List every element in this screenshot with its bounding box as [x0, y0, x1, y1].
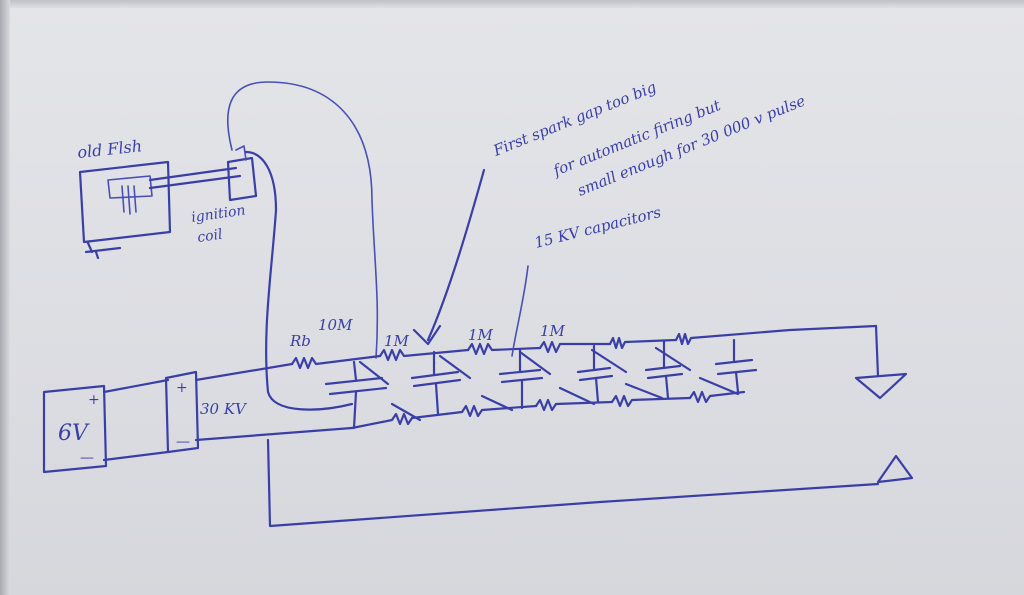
resistor-rb-10m	[290, 354, 382, 370]
output-lead	[874, 324, 880, 378]
capacitor-1	[324, 360, 388, 430]
resistor-1m-2	[466, 342, 542, 356]
supply-plus: +	[176, 380, 188, 396]
resistor-top-4	[608, 336, 678, 350]
resistor-1m-3	[538, 340, 612, 354]
resistor-bottom-1	[350, 410, 464, 430]
capacitor-2	[410, 350, 462, 416]
paper-top-edge	[0, 0, 1024, 8]
old-flash-label: old Flsh	[76, 136, 142, 162]
capacitor-3	[498, 348, 544, 410]
spark-gap-5	[654, 346, 740, 396]
capacitor-note-line	[511, 265, 529, 357]
paper-left-edge	[0, 0, 10, 595]
hv-lead-inner	[244, 150, 354, 411]
spark-gap-4	[590, 348, 664, 400]
note-arrow	[412, 168, 486, 346]
supply-label: 30 KV	[200, 400, 248, 418]
battery-plus: +	[88, 392, 100, 408]
capacitor-note: 15 KV capacitors	[533, 203, 663, 252]
supply-minus: —	[176, 434, 190, 450]
output-electrode-top	[854, 372, 908, 400]
rb-label: Rb	[289, 332, 311, 350]
10m-label: 10M	[318, 316, 353, 334]
resistor-top-5	[674, 324, 878, 346]
spark-gap-note: First spark gap too big for automatic fi…	[490, 78, 808, 200]
ignition-label: ignition	[190, 203, 246, 226]
spark-gap-1	[358, 360, 422, 422]
resistor-bottom-4	[610, 394, 692, 408]
output-electrode-bottom	[876, 454, 914, 484]
coil-label: coil	[196, 227, 223, 246]
battery-label: 6V	[58, 421, 90, 446]
spark-gap-2	[438, 354, 514, 412]
marx-ladder	[290, 324, 878, 430]
battery-leads	[102, 378, 170, 462]
capacitor-5	[644, 340, 684, 400]
capacitor-4	[576, 344, 614, 404]
battery-6v: 6V + —	[42, 384, 108, 474]
resistor-bottom-3	[534, 398, 614, 412]
resistor-bottom-2	[460, 404, 538, 418]
supply-leads	[194, 362, 354, 442]
spark-gap-3	[518, 350, 596, 406]
ignition-coil: ignition coil	[190, 145, 258, 246]
1m-label-2: 1M	[468, 326, 494, 344]
capacitor-note-label: 15 KV capacitors	[533, 203, 663, 252]
resistor-bottom-5	[688, 390, 746, 404]
battery-minus: —	[80, 450, 94, 466]
capacitor-6	[714, 338, 758, 394]
1m-label-1: 1M	[384, 332, 410, 350]
1m-label-3: 1M	[540, 322, 566, 340]
return-lead	[266, 438, 880, 528]
resistor-1m-1	[378, 348, 470, 362]
hv-supply-30kv: + — 30 KV	[164, 370, 248, 454]
hv-lead-outer	[226, 81, 379, 359]
